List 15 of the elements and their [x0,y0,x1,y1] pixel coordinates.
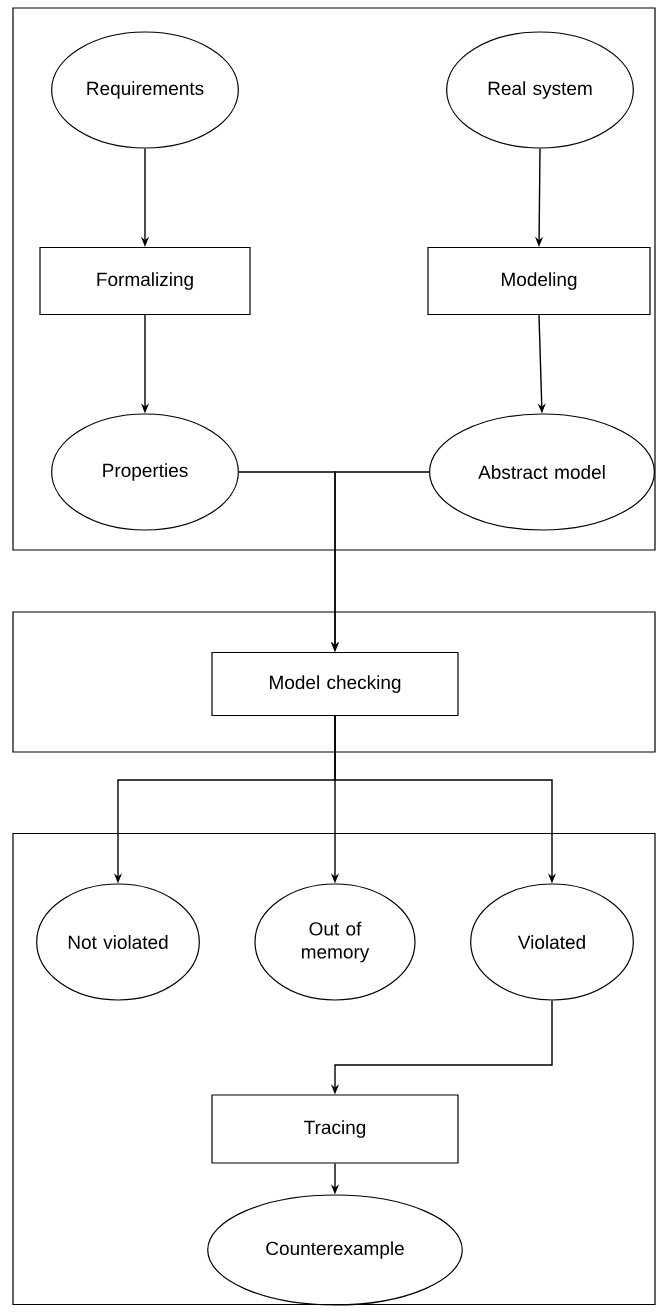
group-frame [12,832,656,1306]
ellipse-node: Properties [51,413,239,531]
ellipse-node: Requirements [51,31,239,149]
ellipse-node: Violated [470,883,634,1001]
group-frame [12,611,656,753]
ellipse-node: Counterexample [207,1194,463,1306]
ellipse-node: Not violated [36,883,200,1001]
group-frame [12,7,656,551]
ellipse-node: Out of memory [254,883,416,1001]
process-box: Formalizing [39,246,251,316]
process-box: Modeling [427,246,651,316]
ellipse-node: Real system [446,31,634,149]
ellipse-node: Abstract model [428,413,655,531]
process-box: Model checking [211,651,459,717]
process-box: Tracing [211,1094,459,1164]
